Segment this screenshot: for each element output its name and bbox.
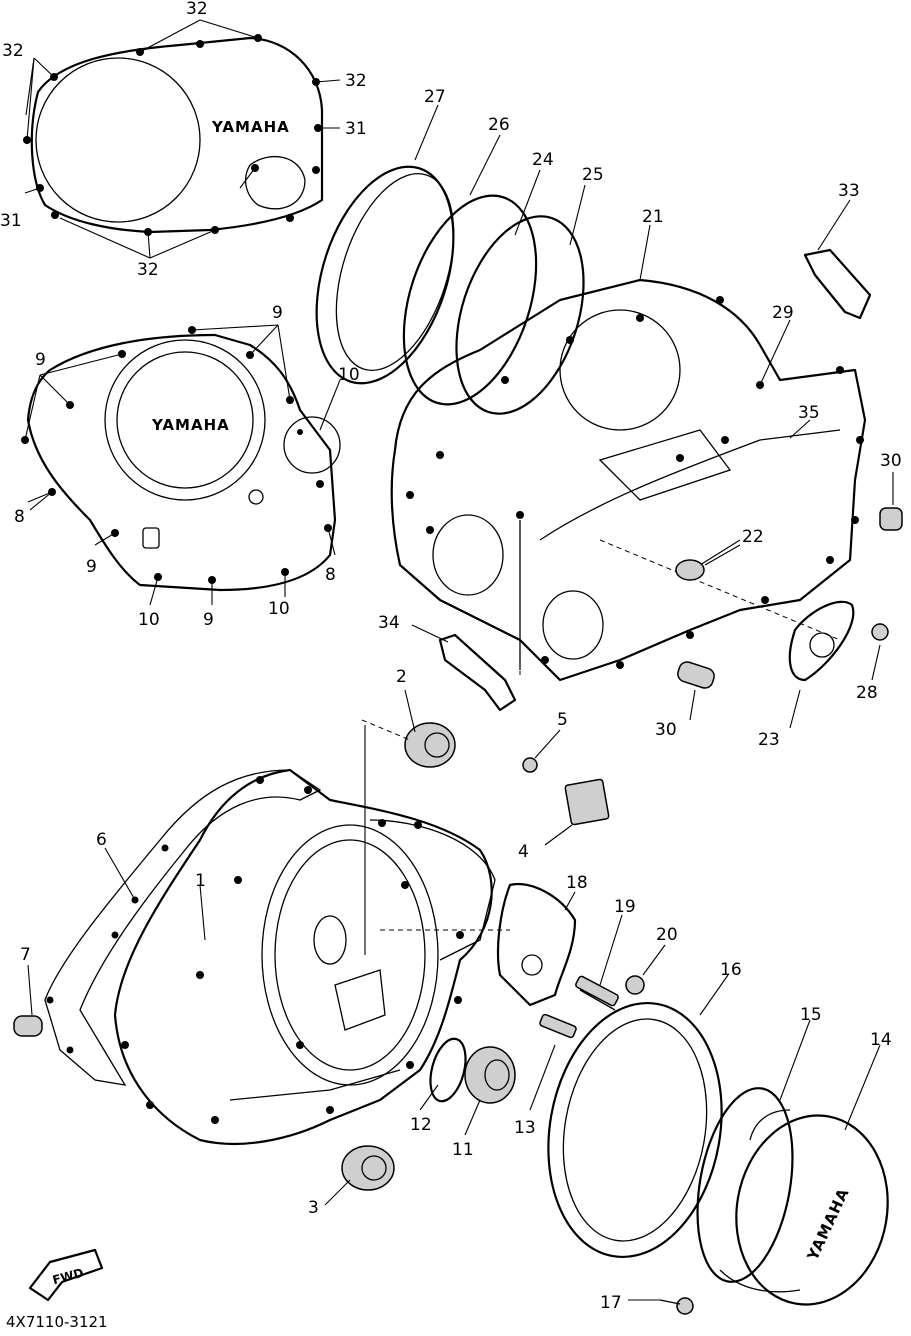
bracket-34 bbox=[411, 624, 517, 712]
cover-gasket-15 bbox=[696, 1019, 811, 1283]
bracket-33 bbox=[803, 199, 872, 320]
cover-logo-top: YAMAHA bbox=[211, 118, 290, 136]
callout-30: 30 bbox=[655, 720, 677, 740]
callout-1: 1 bbox=[195, 871, 206, 891]
callout-34: 34 bbox=[378, 613, 400, 633]
gasket-16 bbox=[547, 974, 729, 1259]
screw-17 bbox=[628, 1297, 694, 1315]
fwd-arrow: FWD bbox=[28, 1248, 104, 1302]
callout-9: 9 bbox=[203, 610, 214, 630]
callout-3: 3 bbox=[308, 1198, 319, 1218]
plate-23 bbox=[788, 600, 855, 729]
callout-13: 13 bbox=[514, 1118, 536, 1138]
callout-21: 21 bbox=[642, 207, 664, 227]
callout-28: 28 bbox=[856, 683, 878, 703]
callout-26: 26 bbox=[488, 115, 510, 135]
callout-29: 29 bbox=[772, 303, 794, 323]
callout-9: 9 bbox=[35, 350, 46, 370]
callout-10: 10 bbox=[138, 610, 160, 630]
callout-15: 15 bbox=[800, 1005, 822, 1025]
callout-25: 25 bbox=[582, 165, 604, 185]
bolt-28 bbox=[871, 623, 889, 681]
callout-20: 20 bbox=[656, 925, 678, 945]
callout-9: 9 bbox=[86, 557, 97, 577]
callout-22: 22 bbox=[742, 527, 764, 547]
screw-19 bbox=[575, 914, 623, 1011]
callout-labels: 32 32 32 31 31 32 27 26 24 25 21 33 29 3… bbox=[0, 0, 902, 1313]
bolt-20 bbox=[625, 944, 666, 995]
callout-19: 19 bbox=[614, 897, 636, 917]
callout-5: 5 bbox=[557, 710, 568, 730]
cover-logo-right: YAMAHA bbox=[803, 1185, 853, 1264]
callout-2: 2 bbox=[396, 667, 407, 687]
callout-33: 33 bbox=[838, 181, 860, 201]
gasket-rings bbox=[315, 104, 586, 415]
callout-35: 35 bbox=[798, 403, 820, 423]
seal-3 bbox=[324, 1145, 395, 1206]
callout-10: 10 bbox=[268, 599, 290, 619]
clip-4 bbox=[544, 778, 610, 846]
callout-8: 8 bbox=[14, 507, 25, 527]
callout-32: 32 bbox=[2, 41, 24, 61]
bracket-13 bbox=[529, 1013, 577, 1111]
plug-11 bbox=[464, 1046, 516, 1136]
clutch-cover bbox=[113, 725, 510, 1146]
callout-32: 32 bbox=[186, 0, 208, 19]
callout-17: 17 bbox=[600, 1293, 622, 1313]
fwd-label: FWD bbox=[51, 1266, 85, 1288]
oring-12 bbox=[419, 1037, 467, 1111]
callout-12: 12 bbox=[410, 1115, 432, 1135]
crank-case-cover-right bbox=[390, 224, 867, 682]
clutch-cover-gasket bbox=[44, 769, 322, 1086]
callout-23: 23 bbox=[758, 730, 780, 750]
pin-7 bbox=[13, 964, 43, 1037]
cap-30-bottom bbox=[677, 661, 715, 721]
callout-30: 30 bbox=[880, 451, 902, 471]
cover-gasket-middle: YAMAHA bbox=[21, 324, 341, 606]
seal-2 bbox=[361, 689, 456, 768]
bolt-5 bbox=[522, 729, 561, 773]
callout-24: 24 bbox=[532, 150, 554, 170]
callout-14: 14 bbox=[870, 1030, 892, 1050]
callout-18: 18 bbox=[566, 873, 588, 893]
cover-gasket-top: YAMAHA bbox=[23, 19, 341, 259]
callout-31: 31 bbox=[0, 211, 22, 231]
callout-31: 31 bbox=[345, 119, 367, 139]
callout-32: 32 bbox=[345, 71, 367, 91]
callout-11: 11 bbox=[452, 1140, 474, 1160]
cover-logo-middle: YAMAHA bbox=[151, 416, 230, 434]
cap-30-top bbox=[879, 472, 903, 531]
callout-7: 7 bbox=[20, 945, 31, 965]
callout-9: 9 bbox=[272, 303, 283, 323]
callout-16: 16 bbox=[720, 960, 742, 980]
callout-4: 4 bbox=[518, 842, 529, 862]
drawing-reference-code: 4X7110-3121 bbox=[6, 1313, 108, 1331]
callout-27: 27 bbox=[424, 87, 446, 107]
plug-22 bbox=[675, 544, 741, 581]
callout-8: 8 bbox=[325, 565, 336, 585]
callout-32: 32 bbox=[137, 260, 159, 280]
callout-10: 10 bbox=[338, 365, 360, 385]
callout-6: 6 bbox=[96, 830, 107, 850]
cover-plate-18 bbox=[496, 882, 577, 1007]
